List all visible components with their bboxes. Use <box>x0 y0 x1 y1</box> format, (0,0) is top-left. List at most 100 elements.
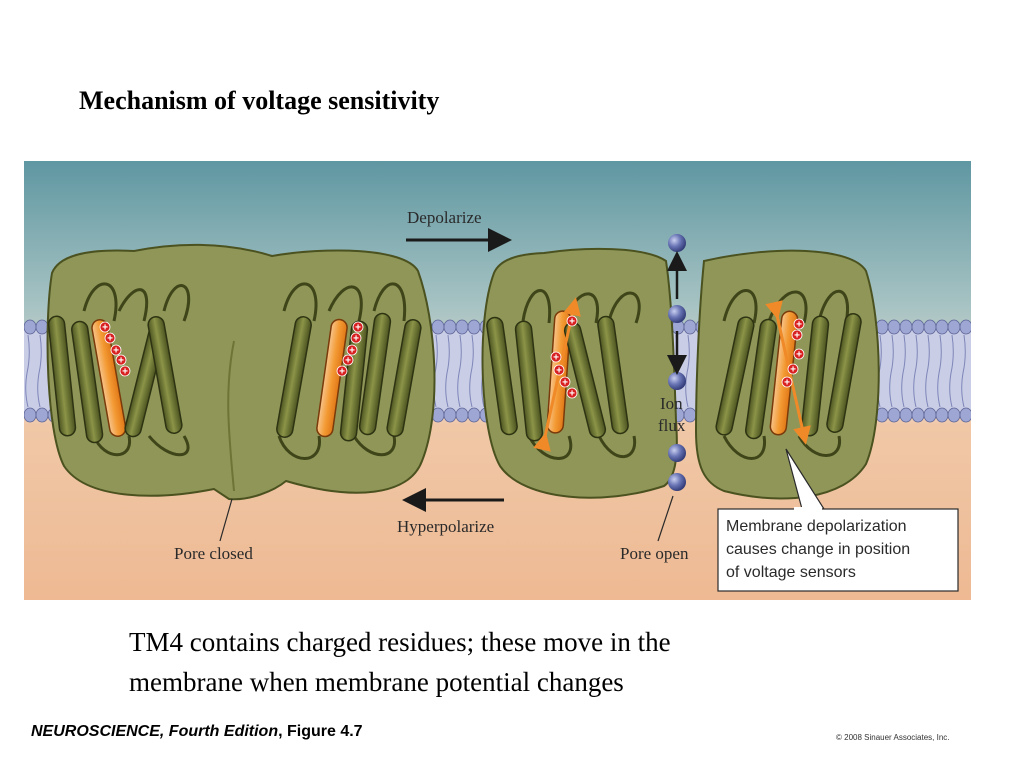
callout-line-2: causes change in position <box>726 541 910 558</box>
callout-line-3: of voltage sensors <box>726 564 856 581</box>
positive-charge-symbol: + <box>345 356 351 367</box>
positive-charge <box>566 387 578 399</box>
lipid-head <box>24 407 37 423</box>
lipid-head <box>455 407 469 423</box>
lipid-head <box>923 319 937 335</box>
positive-charge <box>336 365 348 377</box>
lipid-head <box>35 407 49 423</box>
lipid-head <box>911 407 925 423</box>
lipid-head <box>683 319 697 335</box>
positive-charge-symbol: + <box>353 334 359 345</box>
lipid-head <box>443 319 457 335</box>
positive-charge-symbol: + <box>113 346 119 357</box>
lipid-head <box>887 319 901 335</box>
voltage-sensor-tm4 <box>91 319 127 437</box>
lipid-head <box>431 319 445 335</box>
lipid-head <box>887 407 901 423</box>
closed-channel: ++++++++++ <box>46 243 436 501</box>
positive-charge <box>104 332 116 344</box>
lipid-head <box>467 407 481 423</box>
positive-charge <box>793 348 805 360</box>
lipid-head <box>443 407 457 423</box>
ion-flux <box>667 234 687 491</box>
pore-closed-leader <box>219 498 233 542</box>
positive-charge-symbol: + <box>102 323 108 334</box>
charged-residues-closed: ++++++++++ <box>99 321 364 378</box>
positive-charge <box>115 354 127 366</box>
flux-label: flux <box>658 416 686 435</box>
lipid-head <box>959 407 971 423</box>
credit-figure: , Figure 4.7 <box>278 723 363 740</box>
lipid-head <box>455 319 469 335</box>
positive-charge-symbol: + <box>339 367 345 378</box>
depolarize-label: Depolarize <box>407 208 482 227</box>
lipid-head <box>923 407 937 423</box>
positive-charge-symbol: + <box>556 366 562 377</box>
lipid-head <box>24 319 37 335</box>
callout-line-1: Membrane depolarization <box>726 518 907 535</box>
callout-box: Membrane depolarization causes change in… <box>717 448 959 592</box>
positive-charge-symbol: + <box>796 350 802 361</box>
positive-charge-symbol: + <box>562 378 568 389</box>
ion-label: Ion <box>660 394 683 413</box>
lipid-head <box>35 319 49 335</box>
positive-charge <box>781 376 793 388</box>
pore-open-leader <box>657 495 674 542</box>
positive-charge-symbol: + <box>355 323 361 334</box>
charged-residues-open: ++++++++++ <box>550 315 805 400</box>
positive-charge-symbol: + <box>122 367 128 378</box>
positive-charge <box>566 315 578 327</box>
positive-charge <box>350 332 362 344</box>
ion <box>668 444 686 462</box>
positive-charge-symbol: + <box>796 320 802 331</box>
caption-line-2: membrane when membrane potential changes <box>129 667 624 697</box>
positive-charge <box>346 344 358 356</box>
positive-charge <box>99 321 111 333</box>
lipid-head <box>935 319 949 335</box>
lipid-head <box>467 319 481 335</box>
positive-charge-symbol: + <box>569 389 575 400</box>
lipid-head <box>947 319 961 335</box>
positive-charge-symbol: + <box>569 317 575 328</box>
positive-charge-symbol: + <box>790 365 796 376</box>
positive-charge <box>110 344 122 356</box>
lipid-head <box>683 407 697 423</box>
ion <box>668 372 686 390</box>
positive-charge-symbol: + <box>349 346 355 357</box>
helix-group-left-a <box>47 315 183 444</box>
positive-charge <box>352 321 364 333</box>
positive-charge <box>793 318 805 330</box>
lipid-head <box>899 319 913 335</box>
helix-group-left-b <box>276 312 422 442</box>
slide-title: Mechanism of voltage sensitivity <box>79 86 440 115</box>
ion <box>668 305 686 323</box>
positive-charge <box>791 329 803 341</box>
channel-figure: ++++++++++ <box>24 161 971 600</box>
lipid-head <box>959 319 971 335</box>
copyright-notice: © 2008 Sinauer Associates, Inc. <box>836 733 950 742</box>
lipid-head <box>947 407 961 423</box>
pore-open-label: Pore open <box>620 544 689 563</box>
slide-caption: TM4 contains charged residues; these mov… <box>129 622 889 702</box>
positive-charge <box>550 351 562 363</box>
caption-line-1: TM4 contains charged residues; these mov… <box>129 627 671 657</box>
lipid-head <box>899 407 913 423</box>
positive-charge-symbol: + <box>794 331 800 342</box>
open-channel: ++++++++++ <box>481 247 880 500</box>
positive-charge <box>787 363 799 375</box>
figure-credit: NEUROSCIENCE, Fourth Edition, Figure 4.7 <box>31 723 363 741</box>
ion <box>668 473 686 491</box>
lipid-head <box>935 407 949 423</box>
ion <box>668 234 686 252</box>
positive-charge <box>342 354 354 366</box>
lipid-head <box>911 319 925 335</box>
positive-charge-symbol: + <box>784 378 790 389</box>
positive-charge-symbol: + <box>107 334 113 345</box>
positive-charge-symbol: + <box>118 356 124 367</box>
positive-charge <box>559 376 571 388</box>
positive-charge <box>553 364 565 376</box>
pore-closed-label: Pore closed <box>174 544 253 563</box>
positive-charge-symbol: + <box>553 353 559 364</box>
voltage-sensor-tm4 <box>316 318 348 438</box>
hyperpolarize-label: Hyperpolarize <box>397 517 494 536</box>
